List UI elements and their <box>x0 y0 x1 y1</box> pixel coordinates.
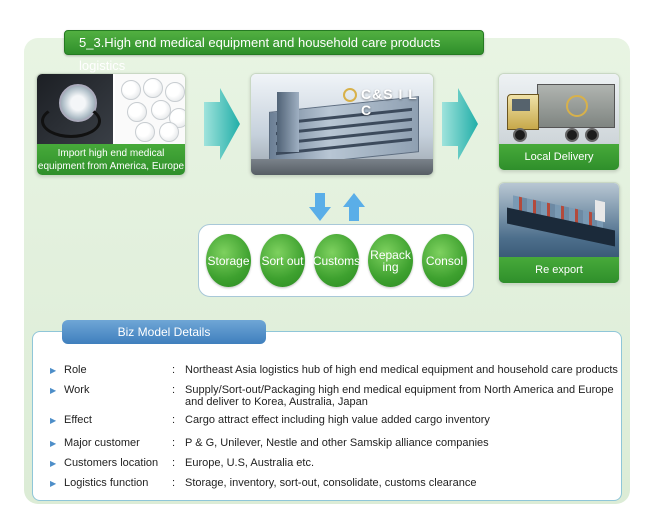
company-logo-icon <box>343 88 357 102</box>
service-customs: Customs <box>313 234 360 287</box>
re-export-label: Re export <box>499 257 619 283</box>
service-storage: Storage <box>206 234 251 287</box>
bullet-icon: ▶ <box>50 479 57 488</box>
medical-equipment-image <box>37 74 185 146</box>
blood-pressure-monitor-image <box>37 74 113 146</box>
service-sort-out: Sort out <box>260 234 305 287</box>
arrow-down-icon <box>309 193 331 221</box>
details-title: Biz Model Details <box>62 320 266 344</box>
details-panel <box>32 331 622 501</box>
local-delivery-label: Local Delivery <box>499 144 619 170</box>
bullet-icon: ▶ <box>50 439 57 448</box>
bullet-icon: ▶ <box>50 366 57 375</box>
bullet-icon: ▶ <box>50 386 57 395</box>
truck-image <box>499 74 619 170</box>
import-card: Import high end medical equipment from A… <box>36 73 186 176</box>
page-title: 5_3.High end medical equipment and house… <box>64 30 484 73</box>
bullet-icon: ▶ <box>50 416 57 425</box>
arrow-up-icon <box>343 193 365 221</box>
import-label: Import high end medical equipment from A… <box>37 144 185 175</box>
service-consol: Consol <box>422 234 467 287</box>
re-export-card: Re export <box>498 182 620 284</box>
arrow-right-icon <box>204 88 240 160</box>
company-logo-text: C&S I L C <box>361 86 418 118</box>
arrow-right-icon <box>442 88 478 160</box>
bullet-icon: ▶ <box>50 459 57 468</box>
cotton-pads-image <box>115 74 185 146</box>
warehouse-card: C&S I L C <box>250 73 434 176</box>
local-delivery-card: Local Delivery <box>498 73 620 171</box>
service-repacking: Repack ing <box>368 234 413 287</box>
